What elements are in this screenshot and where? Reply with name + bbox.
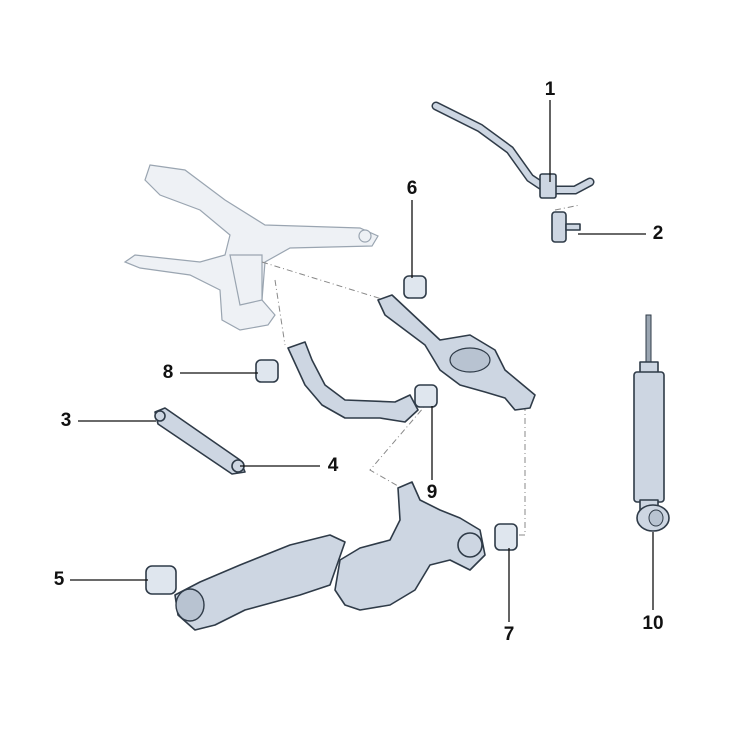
callout-7: 7 xyxy=(503,624,515,645)
bush-6 xyxy=(403,275,427,299)
callout-10: 10 xyxy=(642,613,664,634)
coupling-rod xyxy=(551,211,581,243)
leader-lines xyxy=(70,100,654,622)
callout-5: 5 xyxy=(53,569,65,590)
callout-1: 1 xyxy=(544,79,556,100)
bush-5 xyxy=(145,565,177,595)
callout-9: 9 xyxy=(426,482,438,503)
bush-7 xyxy=(494,523,518,551)
subframe xyxy=(123,164,379,331)
upper-arm xyxy=(287,341,419,423)
callout-4: 4 xyxy=(327,455,339,476)
track-rod xyxy=(154,407,246,475)
stabilizer-bush xyxy=(539,173,557,199)
callout-6: 6 xyxy=(406,178,418,199)
callout-8: 8 xyxy=(162,362,174,383)
shock-absorber xyxy=(633,314,670,532)
trailing-arm xyxy=(174,534,346,631)
callout-2: 2 xyxy=(652,223,664,244)
bush-9 xyxy=(414,384,438,408)
wheel-bearing-housing xyxy=(334,481,486,611)
bush-8 xyxy=(255,359,279,383)
callout-3: 3 xyxy=(60,410,72,431)
